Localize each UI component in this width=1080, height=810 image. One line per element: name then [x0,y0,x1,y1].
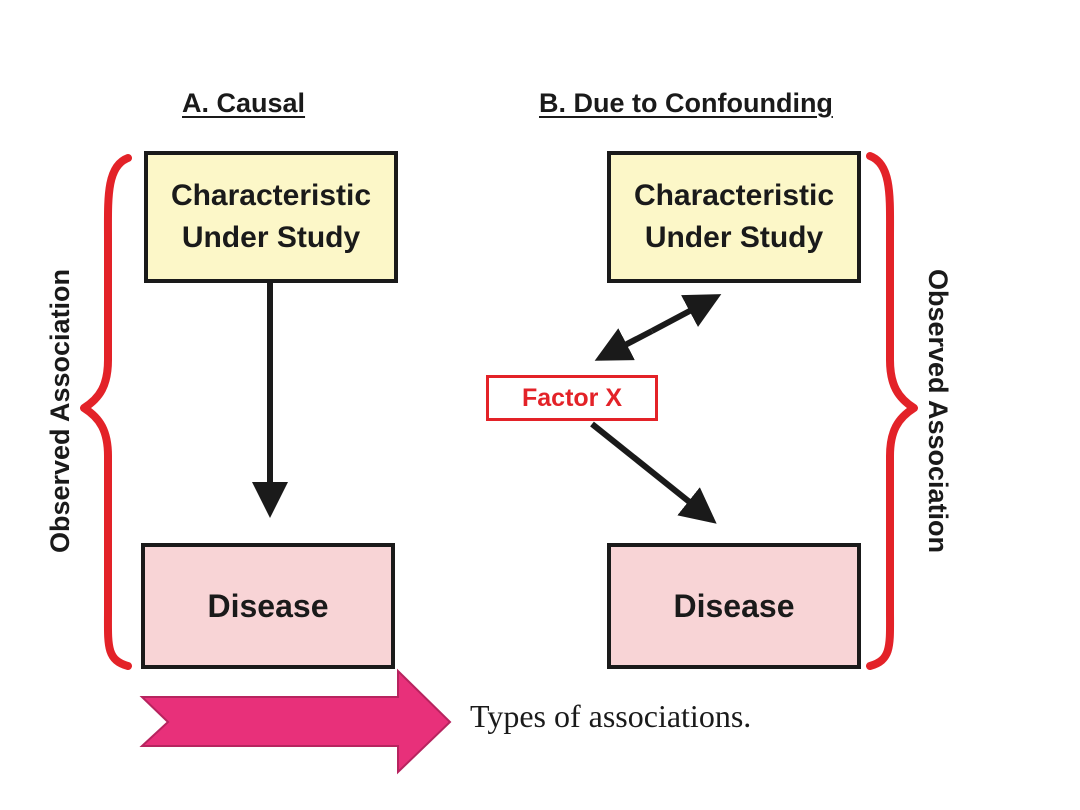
heading-confounding: B. Due to Confounding [539,88,833,118]
box-characteristic-confounding: Characteristic Under Study [607,151,861,283]
box-characteristic-causal: Characteristic Under Study [144,151,398,283]
box-disease-causal-label: Disease [207,587,329,624]
right-brace [866,152,918,670]
observed-association-label-left: Observed Association [45,268,75,554]
pointer-arrow [139,668,452,775]
figure-caption: Types of associations. [470,698,752,734]
box-disease-confounding-label: Disease [673,587,795,624]
heading-causal: A. Causal [182,88,306,118]
confounder-to-characteristic-arrow [650,294,722,334]
box-characteristic-causal-label: Characteristic Under Study [170,179,372,254]
box-characteristic-confounding-label: Characteristic Under Study [633,179,835,254]
observed-association-label-right: Observed Association [923,268,953,554]
box-disease-causal: Disease [141,543,395,669]
factor-x-box: Factor X [486,375,658,421]
confounder-to-disease-arrow [590,421,717,524]
left-brace [80,154,132,670]
box-disease-confounding: Disease [607,543,861,669]
confounder-from-characteristic-arrow [594,328,654,361]
